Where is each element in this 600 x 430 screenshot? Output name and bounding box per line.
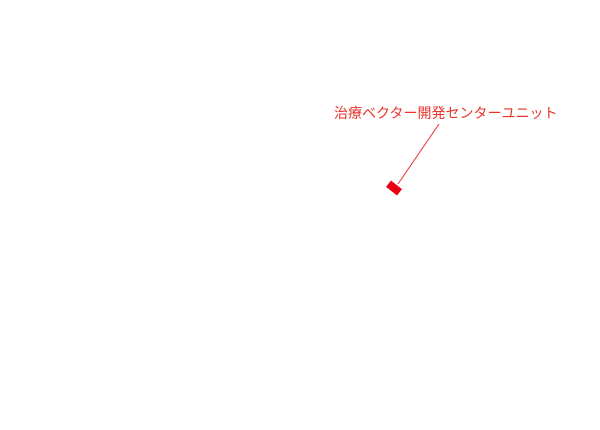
callout-label[interactable]: 治療ベクター開発センターユニット: [334, 106, 558, 122]
location-marker[interactable]: [386, 180, 402, 196]
callout-leader-line: [397, 123, 440, 185]
